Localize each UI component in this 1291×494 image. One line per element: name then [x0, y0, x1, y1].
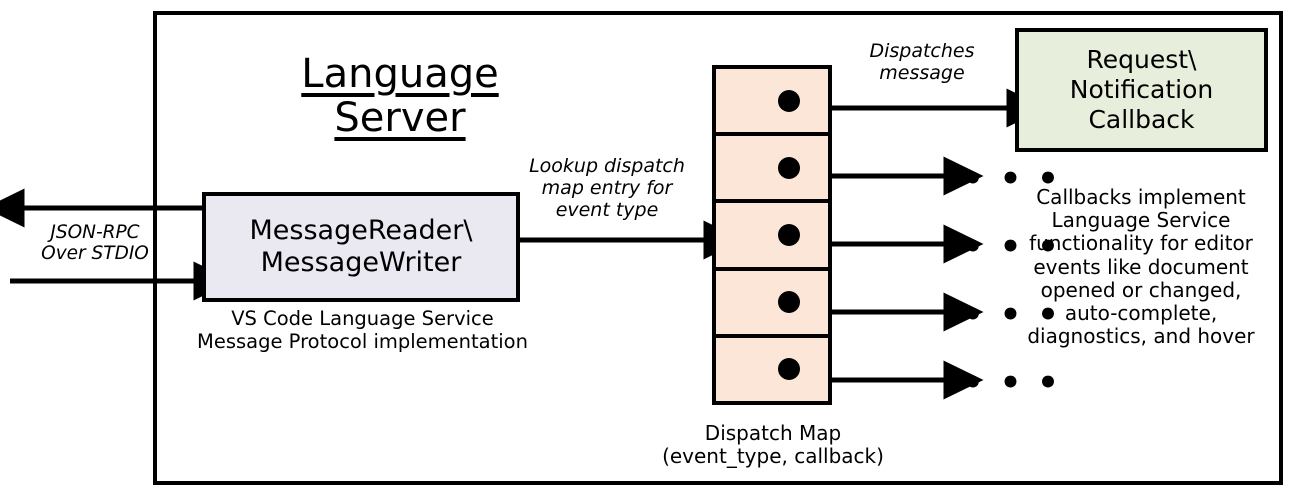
jsonrpc-transport-label: JSON-RPC Over STDIO [41, 222, 149, 265]
dispatch-map-row-1[interactable] [716, 69, 828, 137]
callback-dot-icon [778, 358, 800, 381]
lookup-dispatch-label: Lookup dispatch map entry for event type [529, 155, 685, 222]
dispatch-map-row-4[interactable] [716, 271, 828, 338]
ellipsis-row-3: • • • [962, 227, 1061, 267]
ellipsis-row-4: • • • [962, 295, 1061, 335]
callback-dot-icon [778, 156, 800, 179]
message-reader-writer-label: MessageReader\ MessageWriter [249, 214, 473, 278]
callback-dot-icon [778, 224, 800, 246]
dispatch-map-row-3[interactable] [716, 203, 828, 271]
callback-dot-icon [778, 291, 800, 314]
request-notification-callback-box[interactable]: Request\ Notification Callback [1015, 28, 1268, 152]
ellipsis-row-5: • • • [962, 363, 1061, 403]
callback-dot-icon [778, 89, 800, 112]
dispatch-map-row-5[interactable] [716, 338, 828, 401]
dispatch-map-caption: Dispatch Map (event_type, callback) [662, 421, 884, 469]
ellipsis-row-2: • • • [962, 159, 1061, 199]
request-notification-callback-label: Request\ Notification Callback [1069, 45, 1214, 134]
dispatch-map-row-2[interactable] [716, 136, 828, 204]
message-reader-writer-box[interactable]: MessageReader\ MessageWriter [202, 192, 520, 302]
callback-description-caption: Callbacks implement Language Service fun… [1027, 185, 1255, 349]
page-title: Language Server [301, 51, 499, 141]
language-server-boundary [153, 11, 1283, 485]
dispatches-message-label: Dispatches message [869, 40, 975, 85]
message-reader-caption: VS Code Language Service Message Protoco… [197, 307, 528, 353]
dispatch-map-table[interactable] [712, 65, 832, 405]
